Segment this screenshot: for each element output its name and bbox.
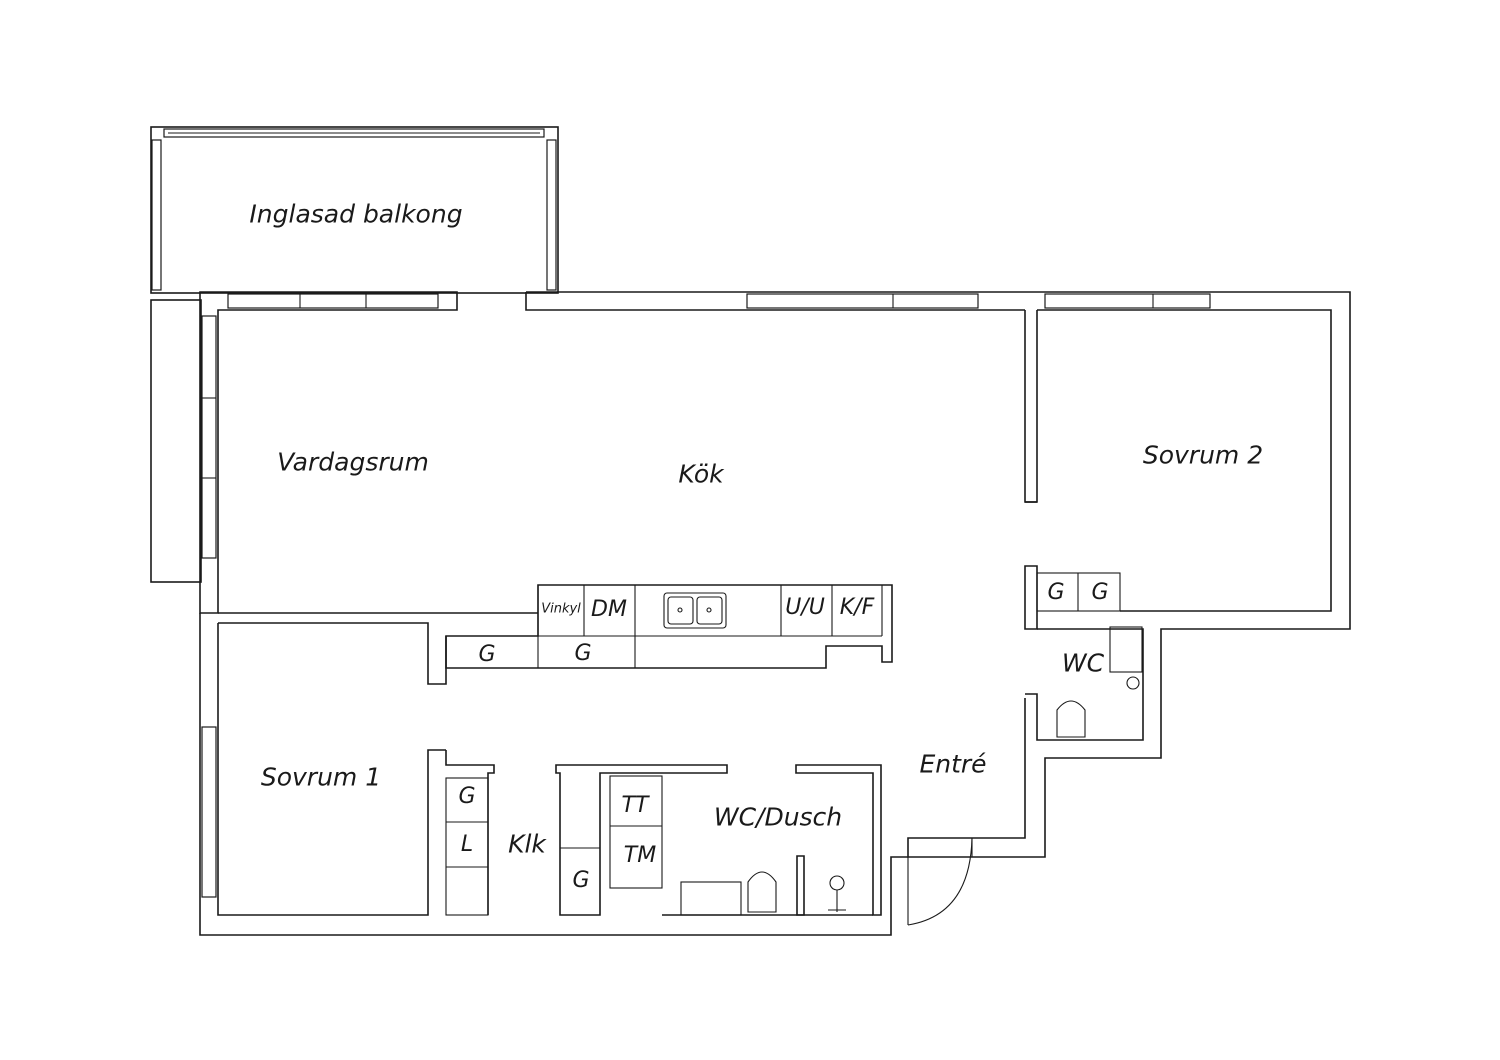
balcony-walls bbox=[150, 126, 559, 583]
fixture-label-tm: TM bbox=[623, 843, 657, 868]
fixture-label-uu: U/U bbox=[785, 595, 825, 620]
fixture-label-tt: TT bbox=[621, 793, 649, 818]
fixture-label-g-sovrum1: G bbox=[458, 784, 476, 809]
fixture-label-vinkyl: Vinkyl bbox=[541, 601, 581, 617]
room-label-klk: Klk bbox=[508, 829, 546, 859]
room-label-sovrum1: Sovrum 1 bbox=[260, 762, 382, 792]
room-label-entre: Entré bbox=[919, 749, 987, 779]
room-label-wc: WC bbox=[1061, 648, 1105, 678]
fixture-label-g-counter-1: G bbox=[478, 642, 496, 667]
entry-door bbox=[907, 837, 973, 926]
room-label-balkong: Inglasad balkong bbox=[249, 199, 463, 229]
fixture-label-l: L bbox=[460, 832, 474, 857]
fixture-label-g-sovrum2-2: G bbox=[1091, 580, 1109, 605]
fixture-label-g-sovrum2-1: G bbox=[1047, 580, 1065, 605]
fixture-label-g-counter-2: G bbox=[574, 641, 592, 666]
room-label-wc-dusch: WC/Dusch bbox=[713, 802, 843, 832]
bath-closet-walls bbox=[445, 750, 882, 916]
room-label-sovrum2: Sovrum 2 bbox=[1142, 440, 1264, 470]
fixture-label-kf: K/F bbox=[839, 595, 875, 620]
closet-wc-walls bbox=[1024, 501, 1144, 741]
room-label-vardagsrum: Vardagsrum bbox=[277, 447, 429, 477]
kitchen-counter bbox=[445, 584, 893, 669]
fixture-label-dm: DM bbox=[591, 597, 627, 622]
outer-walls bbox=[199, 291, 1351, 936]
fixture-label-g-klk: G bbox=[572, 868, 590, 893]
room-label-kok: Kök bbox=[678, 459, 724, 489]
